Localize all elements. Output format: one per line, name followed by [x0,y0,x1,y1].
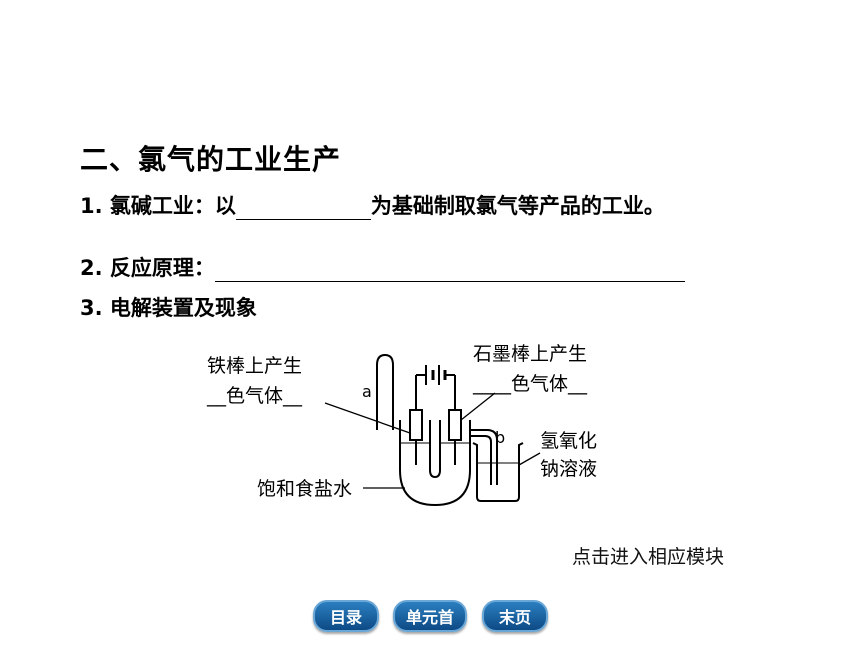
fill-blank-1 [235,197,371,220]
left-label-line2: __色气体__ [206,385,303,407]
item-electrolysis-device: 3. 电解装置及现象 [80,296,257,320]
pointer-naoh [518,452,541,466]
left-label-line1: 铁棒上产生 [207,355,302,377]
section-heading: 二、氯气的工业生产 [80,143,342,176]
unit-start-button[interactable]: 单元首 [393,600,467,632]
pointer-iron [324,402,411,434]
label-b: b [495,428,505,447]
right-label-line2: ____色气体__ [472,373,588,395]
graphite-rod-electrode [448,409,462,441]
electrolysis-diagram: 铁棒上产生 __色气体__ 石墨棒上产生 ____色气体__ a b 氢氧化 钠… [206,343,597,507]
item-reaction-prefix: 2. 反应原理： [80,256,215,280]
item-reaction-principle: 2. 反应原理： [80,252,685,282]
right-label-line1: 石墨棒上产生 [473,343,587,365]
u-tube-inner [429,420,441,479]
module-hint: 点击进入相应模块 [572,546,725,568]
fill-blank-2 [214,259,685,282]
test-tube-a [376,353,394,430]
iron-rod-electrode [409,409,423,441]
u-tube-outer [399,420,471,507]
toc-button[interactable]: 目录 [313,600,379,632]
item-chlor-alkali: 1. 氯碱工业：以 为基础制取氯气等产品的工业。 [80,190,665,220]
pointer-graphite [460,392,496,421]
label-a: a [362,382,372,401]
delivery-tube-b [470,429,498,485]
naoh-label-line1: 氢氧化 [540,430,597,452]
brine-label: 饱和食盐水 [257,478,352,500]
naoh-label-line2: 钠溶液 [540,458,597,480]
item-chlor-alkali-suffix: 为基础制取氯气等产品的工业。 [370,194,665,218]
beaker [472,442,524,502]
last-page-button[interactable]: 末页 [482,600,548,632]
item-chlor-alkali-prefix: 1. 氯碱工业：以 [80,194,236,218]
